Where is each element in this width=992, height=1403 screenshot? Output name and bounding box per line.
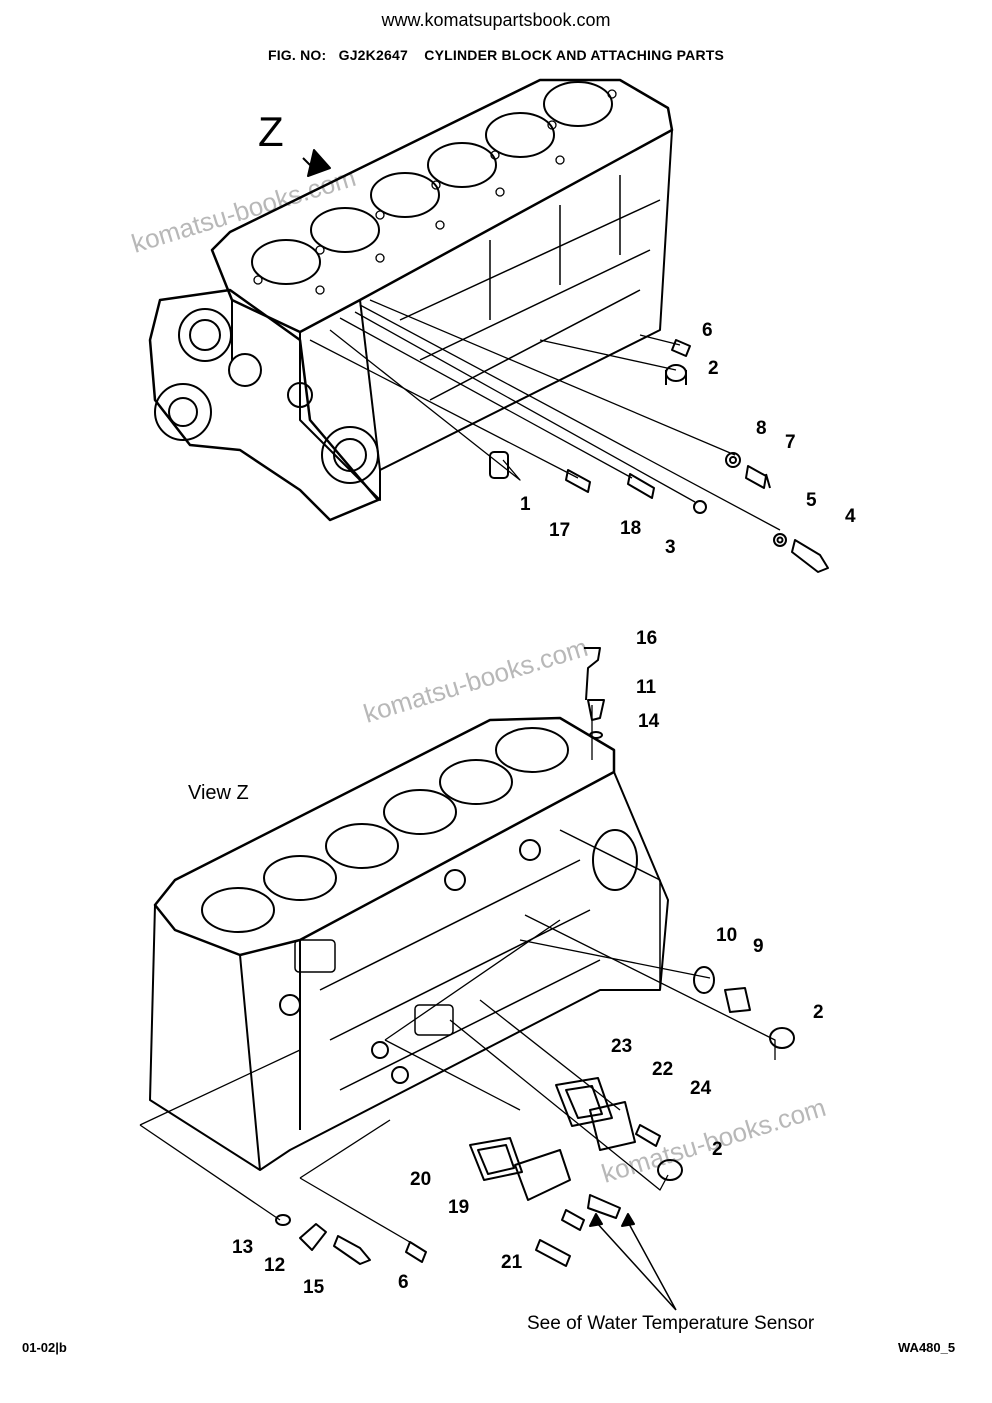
callout-10: 10 [716,925,738,946]
callout-2: 2 [813,1002,824,1023]
sensor-caption: See of Water Temperature Sensor [527,1313,815,1334]
callout-7: 7 [785,432,796,453]
footer-model-code: WA480_5 [898,1340,956,1355]
view-caption: View Z [188,782,249,804]
callout-4: 4 [845,506,856,527]
callout-21: 21 [501,1252,523,1273]
callout-6: 6 [702,320,713,341]
callout-20: 20 [410,1169,432,1190]
site-url: www.komatsupartsbook.com [381,10,611,30]
callout-15: 15 [303,1277,325,1298]
callout-8: 8 [756,418,767,439]
callout-18: 18 [620,518,642,539]
figure-title: FIG. NO: GJ2K2647 CYLINDER BLOCK AND ATT… [0,47,992,63]
footer-page-code: 01-02|b [22,1340,67,1355]
callout-14: 14 [638,711,660,732]
callout-11: 11 [636,677,657,698]
callout-6: 6 [398,1272,409,1293]
callout-22: 22 [652,1059,674,1080]
fig-label: FIG. NO: [267,47,327,63]
callout-1: 1 [520,494,531,515]
callout-13: 13 [232,1237,254,1258]
callout-5: 5 [806,490,817,511]
callout-2: 2 [712,1139,723,1160]
callout-16: 16 [636,628,658,649]
callout-9: 9 [753,936,764,957]
cylinder-block-view-z [139,647,795,1311]
callout-12: 12 [264,1255,286,1276]
fig-title-text: CYLINDER BLOCK AND ATTACHING PARTS [424,47,725,63]
fig-number: GJ2K2647 [338,47,408,63]
cylinder-block-top [148,78,829,573]
callout-24: 24 [690,1078,712,1099]
callout-23: 23 [611,1036,633,1057]
callout-3: 3 [665,537,676,558]
view-marker-z: Z [258,108,284,155]
callout-17: 17 [549,520,571,541]
callout-19: 19 [448,1197,470,1218]
callout-2: 2 [708,358,719,379]
